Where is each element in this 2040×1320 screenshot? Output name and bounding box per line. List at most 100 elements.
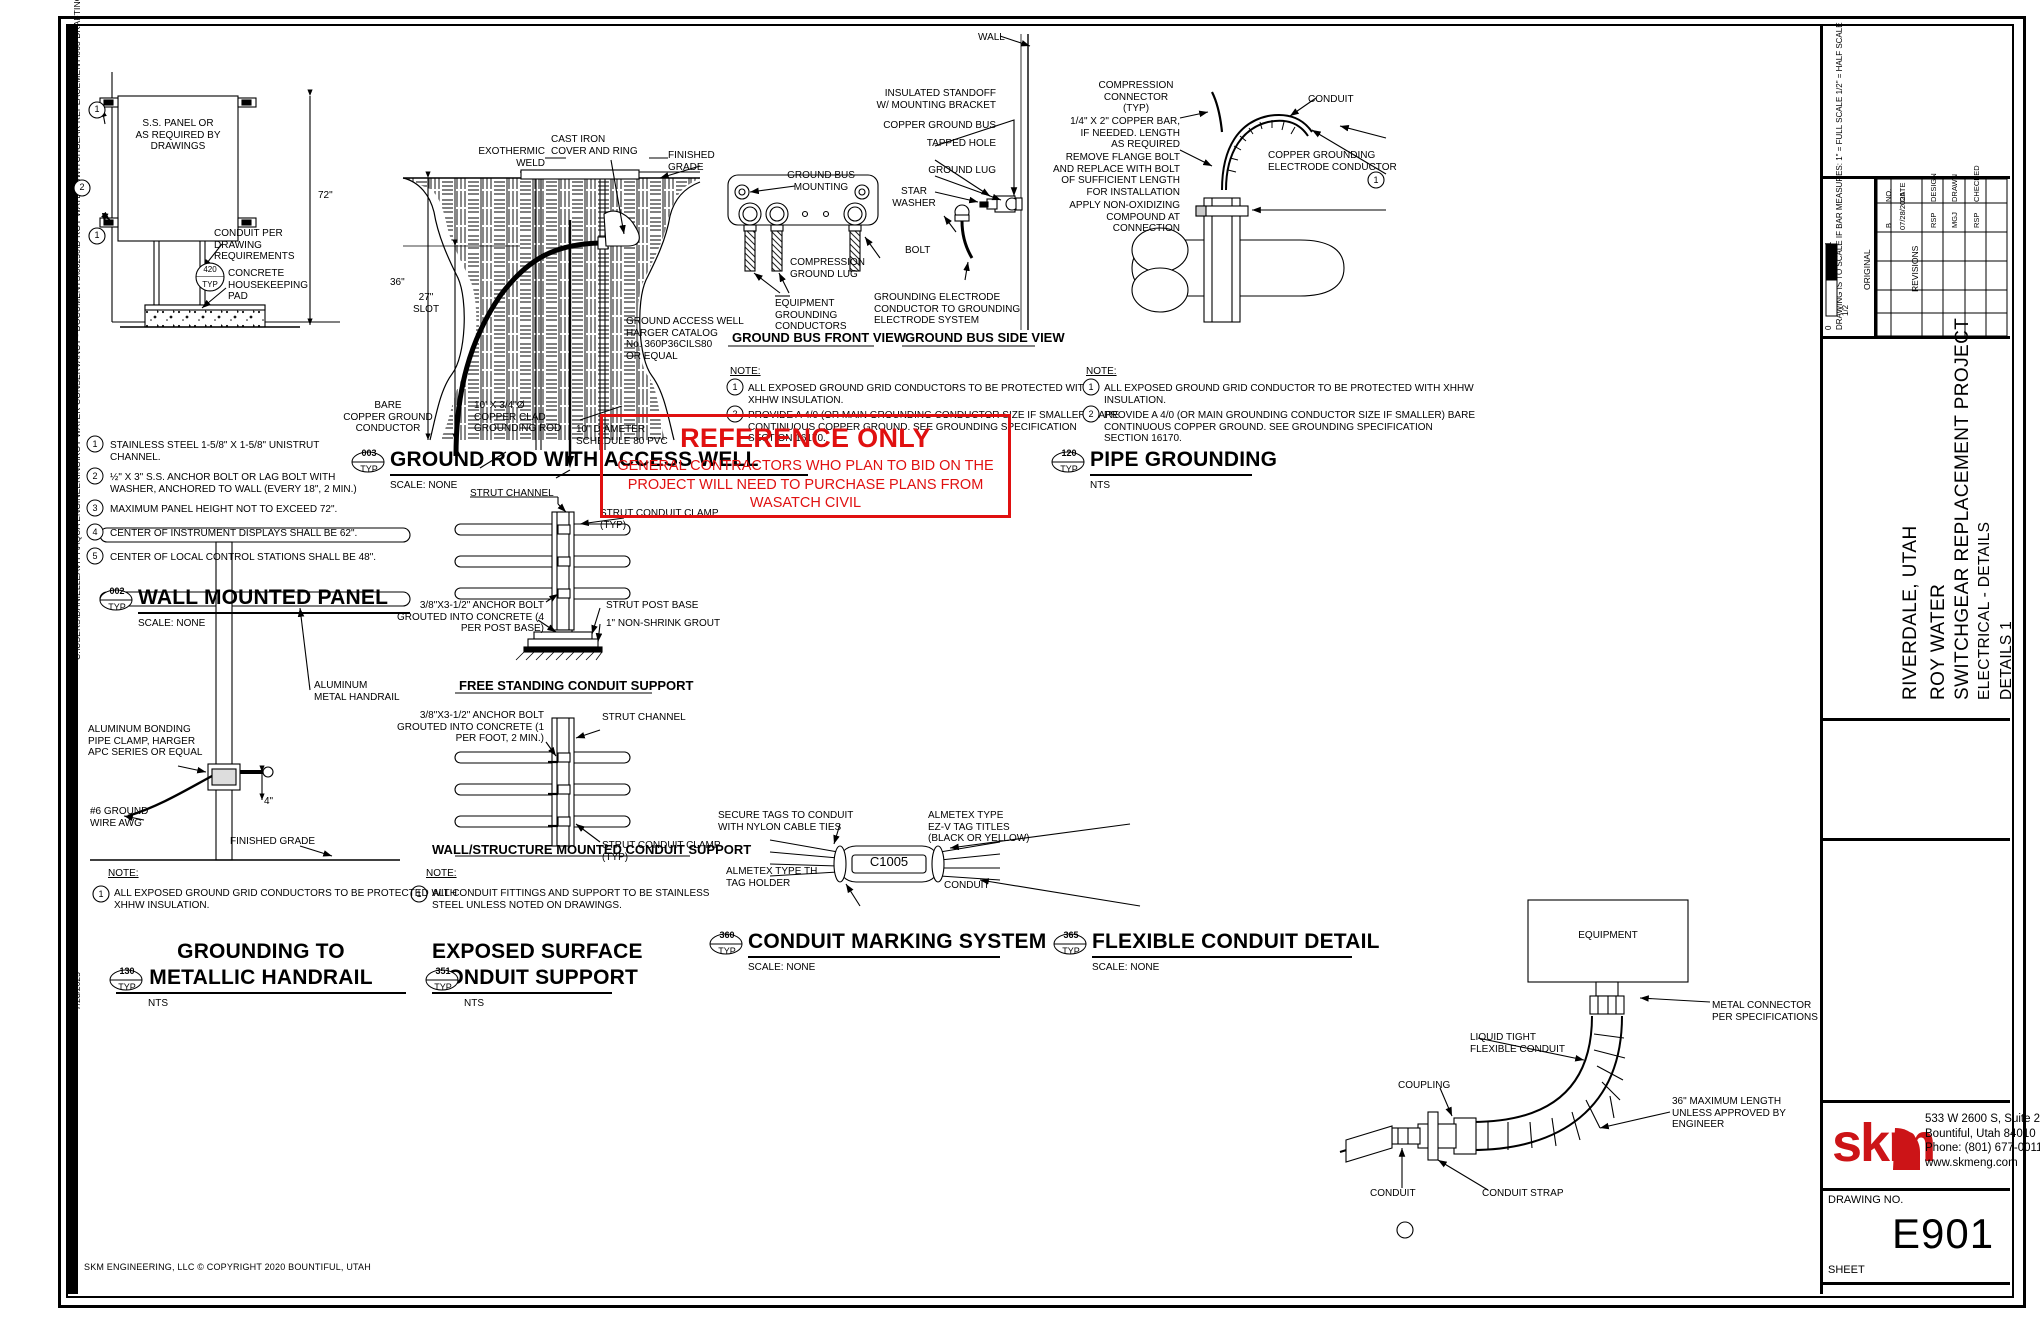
handrail-scale: NTS <box>148 998 168 1009</box>
conduit-support-note-num-1: 1 <box>416 889 422 899</box>
ground-rod-title: GROUND ROD WITH ACCESS WELL <box>390 448 759 471</box>
ground-rod-detail-number: 003 <box>361 448 377 458</box>
wall-panel-detail-number: 002 <box>109 586 125 596</box>
pipe-grounding-scale: NTS <box>1090 480 1110 491</box>
note-num-5: 5 <box>92 551 98 561</box>
handrail-finished-grade-label: FINISHED GRADE <box>230 836 316 847</box>
rev-value-no: B <box>1884 222 1893 228</box>
scale-bar-label-0: 0 <box>1824 325 1833 330</box>
anchor-bolt-free-label: 3/8"X3-1/2" ANCHOR BOLT GROUTED INTO CON… <box>396 600 544 634</box>
marking-conduit-label: CONDUIT <box>944 880 990 891</box>
pipe-note-num-1: 1 <box>1088 382 1094 392</box>
scale-note: DRAWING IS TO SCALE IF BAR MEASURES: 1" … <box>1835 22 1844 330</box>
anchor-bolt-wall-label: 3/8"X3-1/2" ANCHOR BOLT GROUTED INTO CON… <box>396 710 544 744</box>
ground-bus-note-num-1: 1 <box>732 382 738 392</box>
dim-36: 36" <box>390 277 405 288</box>
bare-copper-label: BARE COPPER GROUND CONDUCTOR <box>343 400 433 434</box>
keynote-bubble-2: 2 <box>79 182 85 192</box>
handrail-note-num-1: 1 <box>98 889 104 899</box>
conduit-support-detail-number: 351 <box>435 966 451 976</box>
pipe-grounding-title: PIPE GROUNDING <box>1090 448 1278 471</box>
wall-mounted-support-title: WALL/STRUCTURE MOUNTED CONDUIT SUPPORT <box>432 842 752 857</box>
conduit-support-title-underline <box>432 992 612 994</box>
handrail-detail-bubble <box>108 962 146 1000</box>
coupling-label: COUPLING <box>1398 1080 1451 1091</box>
rev-value-checked: RSP <box>1972 212 1981 228</box>
pipe-grounding-title-underline <box>1090 474 1252 476</box>
copper-bar-label: 1/4" X 2" COPPER BAR, IF NEEDED. LENGTH … <box>1070 116 1180 150</box>
original-label: ORIGINAL <box>1862 249 1872 290</box>
conduit-marking-title-underline <box>748 956 1000 958</box>
pvc-label: 10" DIAMETER SCHEDULE 80 PVC <box>576 424 668 447</box>
project-sheet-sub: DETAILS 1 <box>1998 620 2015 700</box>
wall-panel-note-5: CENTER OF LOCAL CONTROL STATIONS SHALL B… <box>110 552 377 563</box>
note-num-3: 3 <box>92 503 98 513</box>
ground-bus-side-view-title: GROUND BUS SIDE VIEW <box>905 330 1065 345</box>
plot-date-label: 7/28/2025 <box>72 972 82 1010</box>
tag-420-number: 420 <box>203 265 217 274</box>
non-oxidizing-label: APPLY NON-OXIDIZING COMPOUND AT CONNECTI… <box>1069 200 1180 234</box>
drawing-no-label: DRAWING NO. <box>1828 1194 1904 1206</box>
bonding-clamp-label: ALUMINUM BONDING PIPE CLAMP, HARGER APC … <box>88 724 203 758</box>
ground-wire-label: #6 GROUND WIRE AWG <box>90 806 149 829</box>
note-num-4: 4 <box>92 527 98 537</box>
conduit-marking-detail-typ: TYP <box>718 946 736 956</box>
rev-value-design: RSP <box>1929 212 1938 228</box>
star-washer-label: STAR WASHER <box>892 186 936 209</box>
scale-bar-label-1: 1 <box>1824 241 1833 246</box>
max-length-label: 36" MAXIMUM LENGTH UNLESS APPROVED BY EN… <box>1672 1096 1786 1130</box>
conduit-strap-label: CONDUIT STRAP <box>1482 1188 1564 1199</box>
revisions-label: REVISIONS <box>1910 245 1920 292</box>
reference-only-stamp: REFERENCE ONLY GENERAL CONTRACTORS WHO P… <box>600 414 1011 518</box>
handrail-note-header: NOTE: <box>108 868 139 879</box>
flex-conduit-label: CONDUIT <box>1370 1188 1416 1199</box>
liquid-tight-label: LIQUID TIGHT FLEXIBLE CONDUIT <box>1470 1032 1566 1055</box>
ground-bus-mounting-label: GROUND BUS MOUNTING <box>787 170 855 193</box>
wall-panel-detail-bubble <box>98 582 136 620</box>
pipe-grounding-detail-typ: TYP <box>1060 464 1078 474</box>
ground-rod-detail-typ: TYP <box>360 464 378 474</box>
grout-label: 1" NON-SHRINK GROUT <box>606 618 721 629</box>
pipe-note-header: NOTE: <box>1086 366 1117 377</box>
equipment-grounding-label: EQUIPMENT GROUNDING CONDUCTORS <box>775 298 847 332</box>
copyright-label: SKM ENGINEERING, LLC © COPYRIGHT 2020 BO… <box>84 1262 371 1272</box>
aluminum-handrail-label: ALUMINUM METAL HANDRAIL <box>314 680 400 703</box>
conduit-marking-detail-bubble <box>708 926 746 964</box>
tag-420-typ: TYP <box>202 280 218 289</box>
titleblock-rule-5 <box>1820 838 2010 841</box>
flexible-conduit-detail-number: 365 <box>1063 930 1079 940</box>
titleblock-rule-2 <box>1874 176 1877 336</box>
ground-bus-note-1: ALL EXPOSED GROUND GRID CONDUCTORS TO BE… <box>748 383 1092 406</box>
conduit-tag-value: C1005 <box>869 854 909 869</box>
wall-panel-title-underline <box>138 612 410 614</box>
strut-channel-label-2: STRUT CHANNEL <box>602 712 686 723</box>
titleblock-rule-1 <box>1820 176 2010 179</box>
ground-rod-detail-bubble <box>350 444 388 482</box>
handrail-note-1: ALL EXPOSED GROUND GRID CONDUCTORS TO BE… <box>114 888 458 911</box>
conduit-support-scale: NTS <box>464 998 484 1009</box>
copper-ground-bus-label: COPPER GROUND BUS <box>883 120 996 131</box>
access-well-label: GROUND ACCESS WELL HARGER CATALOG No. 36… <box>626 316 744 362</box>
project-discipline: ELECTRICAL - DETAILS <box>1976 521 1993 700</box>
skm-address: 533 W 2600 S, Suite 25 Bountiful, Utah 8… <box>1925 1113 2040 1169</box>
project-client: ROY WATER <box>1928 583 1949 700</box>
flexible-conduit-title: FLEXIBLE CONDUIT DETAIL <box>1092 930 1380 953</box>
flexible-conduit-title-underline <box>1092 956 1352 958</box>
compression-connector-label: COMPRESSION CONNECTOR (TYP) <box>1098 80 1174 114</box>
pipe-keynote-1: 1 <box>1373 175 1379 185</box>
gec-label: GROUNDING ELECTRODE CONDUCTOR TO GROUNDI… <box>874 292 1021 326</box>
handrail-dim-4: 4" <box>264 796 274 807</box>
wall-panel-note-1: STAINLESS STEEL 1-5/8" X 1-5/8" UNISTRUT… <box>110 440 320 463</box>
dim-27-slot: 27" SLOT <box>412 292 440 315</box>
skm-logo: skm <box>1832 1113 1936 1173</box>
wall-label: WALL <box>978 32 1005 43</box>
almetex-ez-label: ALMETEX TYPE EZ-V TAG TITLES (BLACK OR Y… <box>928 810 1030 844</box>
project-name: SWITCHGEAR REPLACEMENT PROJECT <box>1952 317 1973 700</box>
keynote-bubble-1a: 1 <box>94 104 100 114</box>
titleblock-rule-6 <box>1820 1100 2010 1103</box>
sheet-outer-border <box>58 16 2026 1308</box>
conduit-support-detail-typ: TYP <box>434 982 452 992</box>
note-num-1: 1 <box>92 439 98 449</box>
file-path-label: C:\USERS\DANIELLEAVITT\AQUA ENGINEERING\… <box>72 0 82 660</box>
